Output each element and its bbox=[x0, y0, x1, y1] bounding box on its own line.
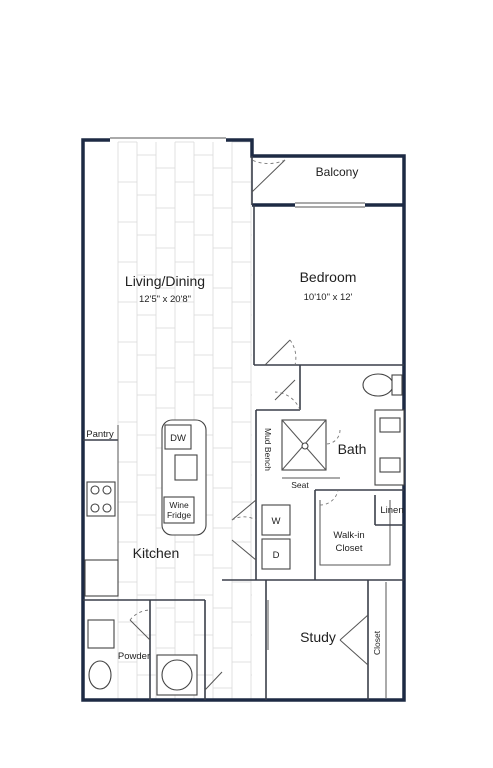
balcony-label: Balcony bbox=[316, 165, 359, 179]
wine-fridge-label-1: Wine bbox=[169, 500, 189, 510]
pantry-label: Pantry bbox=[86, 429, 114, 440]
toilet-icon bbox=[362, 373, 394, 397]
washer-icon bbox=[261, 504, 291, 536]
mud-bench-label: Mud Bench bbox=[263, 428, 273, 471]
walkin-closet bbox=[319, 489, 404, 566]
washer-label: W bbox=[272, 516, 281, 527]
seat-label: Seat bbox=[291, 480, 309, 490]
kitchen-fixtures bbox=[83, 419, 207, 601]
dryer-icon bbox=[261, 538, 291, 570]
balcony-door bbox=[251, 156, 286, 205]
study-walls bbox=[222, 579, 404, 700]
living-dims: 12'5" x 20'8" bbox=[139, 294, 191, 305]
closet-label: Closet bbox=[372, 630, 382, 655]
laundry bbox=[231, 499, 291, 570]
bedroom-walls bbox=[253, 205, 404, 366]
powder-label: Powder bbox=[118, 651, 150, 662]
powder-room bbox=[87, 600, 223, 700]
bedroom-label: Bedroom bbox=[300, 269, 357, 285]
refrigerator-icon bbox=[84, 559, 119, 597]
study-label: Study bbox=[300, 629, 336, 645]
walkin-label-2: Closet bbox=[336, 543, 363, 554]
sink-icon bbox=[174, 454, 198, 481]
bath-walls bbox=[255, 365, 405, 580]
walkin-label-1: Walk-in bbox=[333, 530, 364, 541]
cooktop-icon bbox=[86, 481, 116, 517]
wine-fridge-label-2: Fridge bbox=[167, 510, 191, 520]
living-label: Living/Dining bbox=[125, 273, 205, 289]
powder-sink-icon bbox=[87, 619, 115, 649]
linen-label: Linen bbox=[380, 505, 403, 516]
bath-label: Bath bbox=[338, 441, 367, 457]
bedroom-dims: 10'10" x 12' bbox=[304, 292, 353, 303]
dryer-label: D bbox=[273, 550, 280, 561]
powder-toilet-icon bbox=[88, 660, 112, 690]
kitchen-label: Kitchen bbox=[133, 545, 180, 561]
dishwasher-label: DW bbox=[170, 433, 186, 444]
exterior-walls bbox=[81, 137, 406, 702]
